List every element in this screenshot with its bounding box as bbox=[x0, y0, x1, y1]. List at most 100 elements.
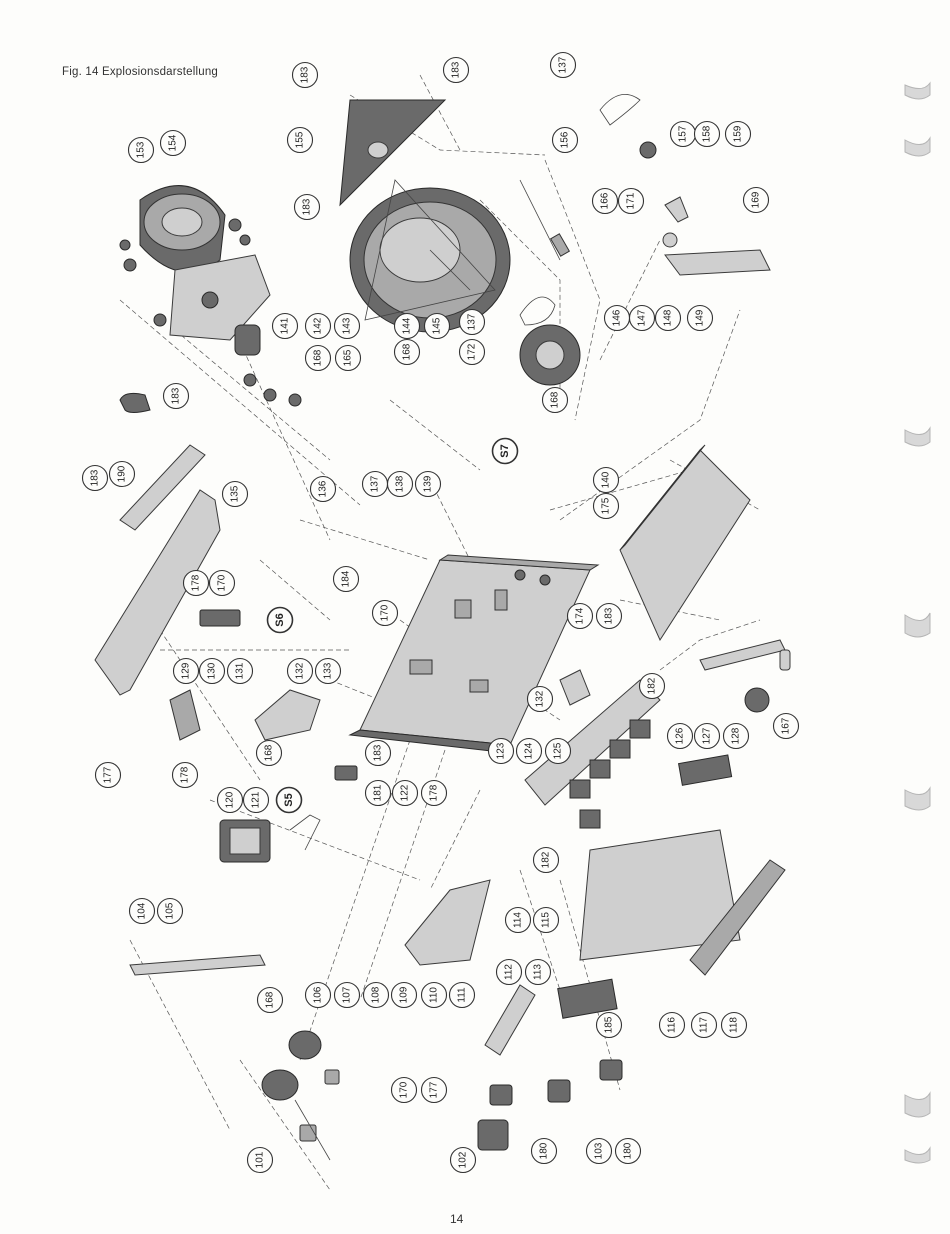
callout-165: 165 bbox=[334, 344, 362, 372]
callout-label: 132 bbox=[295, 662, 306, 679]
callout-label: 168 bbox=[402, 343, 413, 360]
flywheel-bracket bbox=[339, 99, 511, 333]
callout-label: 183 bbox=[171, 387, 182, 404]
callout-137: 137 bbox=[361, 470, 389, 498]
callout-175: 175 bbox=[592, 492, 620, 520]
callout-109: 109 bbox=[390, 981, 418, 1009]
callout-label: 122 bbox=[400, 784, 411, 801]
rail-104 bbox=[129, 954, 266, 976]
callout-label: 107 bbox=[342, 986, 353, 1003]
callout-label: 159 bbox=[733, 125, 744, 142]
callout-label: 135 bbox=[230, 485, 241, 502]
callout-127: 127 bbox=[693, 722, 721, 750]
callout-label: 158 bbox=[702, 125, 713, 142]
callout-137: 137 bbox=[458, 308, 486, 336]
callout-183: 183 bbox=[81, 464, 109, 492]
callout-157: 157 bbox=[669, 120, 697, 148]
callout-label: 132 bbox=[535, 690, 546, 707]
callout-label: 170 bbox=[399, 1081, 410, 1098]
callout-156: 156 bbox=[551, 126, 579, 154]
callout-label: 110 bbox=[429, 987, 440, 1003]
callout-146: 146 bbox=[603, 304, 631, 332]
callout-label: 184 bbox=[341, 570, 352, 587]
callout-label: 168 bbox=[313, 349, 324, 366]
lever-assembly bbox=[699, 639, 791, 713]
callout-label: 156 bbox=[560, 131, 571, 148]
callout-182: 182 bbox=[638, 672, 666, 700]
callout-129: 129 bbox=[172, 657, 200, 685]
callout-label: 114 bbox=[513, 912, 524, 928]
callout-183: 183 bbox=[293, 193, 321, 221]
callout-label: 127 bbox=[702, 727, 713, 744]
callout-155: 155 bbox=[286, 126, 314, 154]
callout-label: 111 bbox=[457, 987, 468, 1003]
callout-label: 190 bbox=[117, 465, 128, 482]
callout-label: 117 bbox=[699, 1017, 710, 1033]
callout-183: 183 bbox=[442, 56, 470, 84]
binder-punch-marks bbox=[904, 81, 931, 1164]
callout-label: 115 bbox=[541, 912, 552, 928]
switch-S5 bbox=[199, 609, 358, 781]
cassette-tray bbox=[557, 754, 786, 1019]
callout-s5: S5 bbox=[275, 786, 303, 814]
side-channel-140 bbox=[619, 444, 751, 642]
callout-144: 144 bbox=[393, 312, 421, 340]
callout-190: 190 bbox=[108, 460, 136, 488]
callout-178: 178 bbox=[420, 779, 448, 807]
callout-148: 148 bbox=[654, 304, 682, 332]
callout-label: 118 bbox=[729, 1017, 740, 1033]
callout-label: 145 bbox=[432, 317, 443, 334]
callout-143: 143 bbox=[333, 312, 361, 340]
callout-158: 158 bbox=[693, 120, 721, 148]
callout-label: 106 bbox=[313, 986, 324, 1003]
callout-label: 123 bbox=[496, 742, 507, 759]
callout-178: 178 bbox=[182, 569, 210, 597]
callout-108: 108 bbox=[362, 981, 390, 1009]
callout-label: 138 bbox=[395, 475, 406, 492]
callout-label: 149 bbox=[695, 309, 706, 326]
callout-121: 121 bbox=[242, 786, 270, 814]
callout-101: 101 bbox=[246, 1146, 274, 1174]
callout-132: 132 bbox=[286, 657, 314, 685]
callout-label: 144 bbox=[402, 317, 413, 334]
callout-label: 183 bbox=[451, 61, 462, 78]
callout-label: 178 bbox=[180, 766, 191, 783]
callout-label: 141 bbox=[280, 317, 291, 334]
callout-177: 177 bbox=[420, 1076, 448, 1104]
callout-169: 169 bbox=[742, 186, 770, 214]
callout-102: 102 bbox=[449, 1146, 477, 1174]
callout-label: 126 bbox=[675, 727, 686, 744]
callout-label: 172 bbox=[467, 343, 478, 360]
callout-label: 157 bbox=[678, 125, 689, 142]
callout-116: 116 bbox=[658, 1011, 686, 1039]
callout-label: 113 bbox=[533, 964, 544, 980]
callout-label: 180 bbox=[623, 1142, 634, 1159]
callout-label: 168 bbox=[550, 391, 561, 408]
left-rails bbox=[94, 392, 221, 696]
callout-label: 180 bbox=[539, 1142, 550, 1159]
callout-label: 125 bbox=[553, 742, 564, 759]
callout-183: 183 bbox=[595, 602, 623, 630]
callout-167: 167 bbox=[772, 712, 800, 740]
callout-168: 168 bbox=[256, 986, 284, 1014]
callout-168: 168 bbox=[393, 338, 421, 366]
bracket-131 bbox=[169, 689, 321, 741]
plate-112 bbox=[484, 984, 536, 1056]
callout-label: 178 bbox=[429, 784, 440, 801]
callout-label: 130 bbox=[207, 662, 218, 679]
callout-label: 121 bbox=[251, 791, 262, 808]
callout-172: 172 bbox=[458, 338, 486, 366]
solenoid-120 bbox=[219, 814, 321, 863]
callout-label: 171 bbox=[626, 192, 637, 209]
callout-133: 133 bbox=[314, 657, 342, 685]
callout-125: 125 bbox=[544, 737, 572, 765]
callout-label: 170 bbox=[380, 604, 391, 621]
callout-label: 142 bbox=[313, 317, 324, 334]
callout-113: 113 bbox=[524, 958, 552, 986]
callout-182: 182 bbox=[532, 846, 560, 874]
callout-123: 123 bbox=[487, 737, 515, 765]
callout-180: 180 bbox=[530, 1137, 558, 1165]
callout-label: 109 bbox=[399, 986, 410, 1003]
